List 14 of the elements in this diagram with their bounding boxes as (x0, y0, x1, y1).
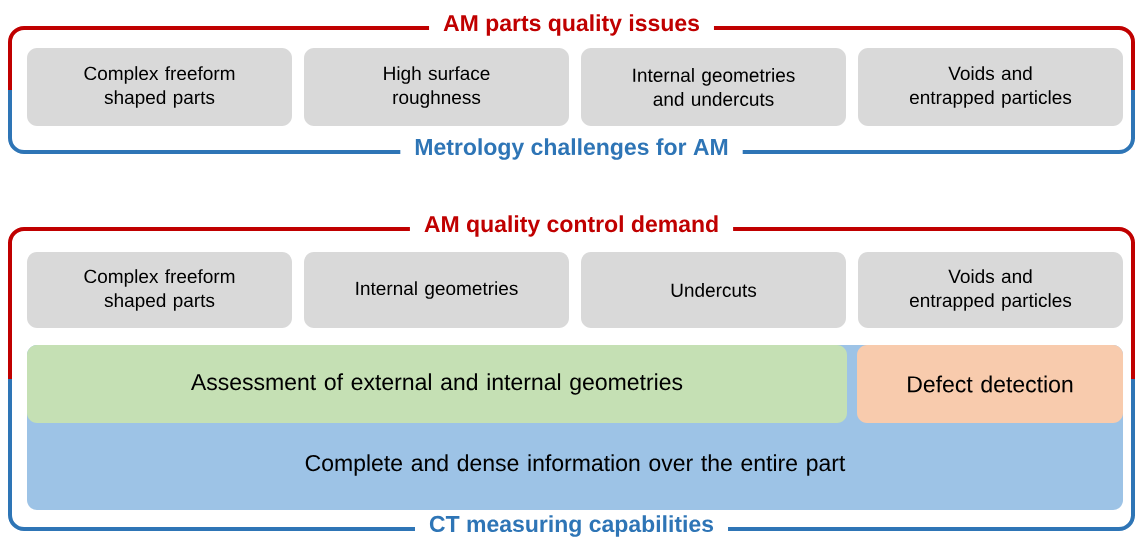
frame-title: AM parts quality issues (429, 13, 714, 37)
frame-title: Metrology challenges for AM (400, 137, 743, 161)
frame-title: AM quality control demand (409, 214, 734, 238)
issue-box: Internal geometries (304, 252, 569, 328)
issue-box: Internal geometries and undercuts (581, 48, 846, 126)
issue-box: Voids and entrapped particles (858, 48, 1123, 126)
frame-title: CT measuring capabilities (415, 514, 728, 538)
assessment-box: Assessment of external and internal geometries (27, 345, 847, 423)
issue-box: High surface roughness (304, 48, 569, 126)
issue-box: Complex freeform shaped parts (27, 252, 292, 328)
detection-box: Defect detection (857, 345, 1123, 423)
issue-box: Voids and entrapped particles (858, 252, 1123, 328)
issue-box: Undercuts (581, 252, 846, 328)
issue-box: Complex freeform shaped parts (27, 48, 292, 126)
